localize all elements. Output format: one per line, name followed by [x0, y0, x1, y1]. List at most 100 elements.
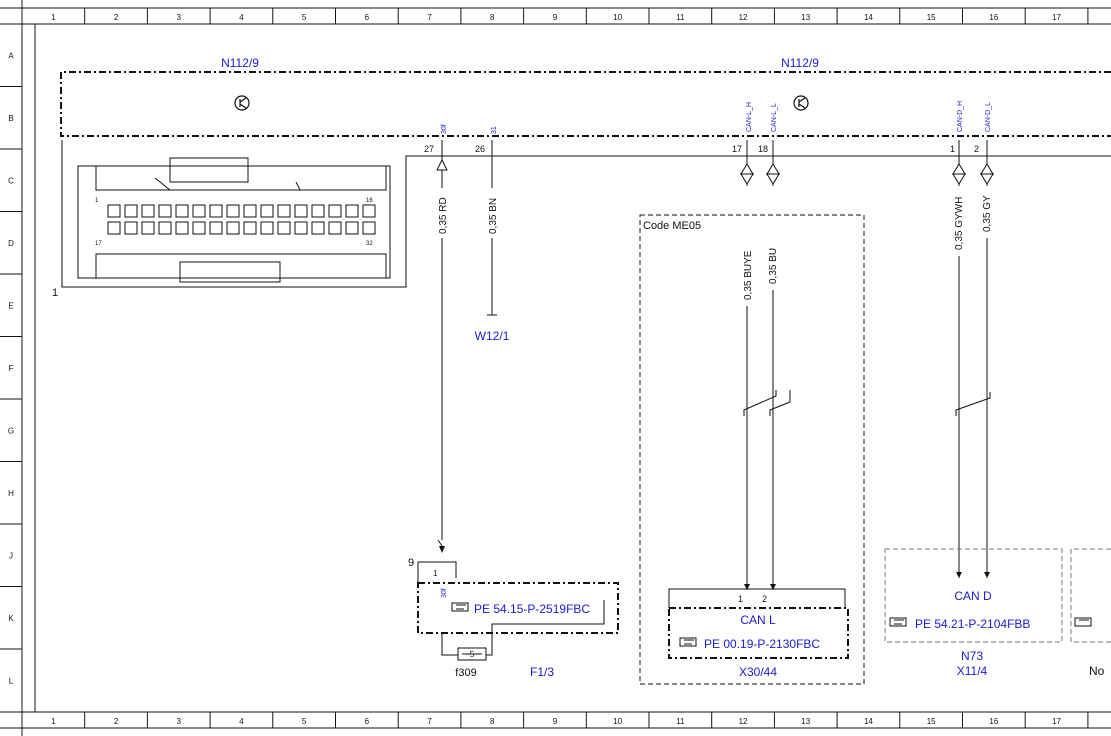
svg-text:2: 2 — [974, 144, 979, 154]
fuse-location: F1/3 — [530, 665, 554, 679]
ground-label: W12/1 — [475, 329, 510, 343]
connector-pin — [107, 204, 121, 218]
can-l-id: X30/44 — [739, 665, 777, 679]
can-l-box: 1 2 CAN L PE 00.19-P-2130FBC X30/44 — [668, 588, 849, 679]
column-number: 10 — [613, 717, 622, 726]
column-number: 16 — [989, 13, 998, 22]
connector-pin — [362, 204, 376, 218]
column-number: 5 — [302, 13, 307, 22]
column-number: 17 — [1052, 717, 1061, 726]
wire-label: 0,35 BN — [488, 198, 499, 234]
pin-2: 2 CAN-D_L — [974, 102, 992, 154]
can-l-ref-link[interactable]: PE 00.19-P-2130FBC — [704, 637, 820, 651]
svg-text:CAN L: CAN L — [740, 613, 776, 627]
connector-pin — [107, 221, 121, 235]
module-boundary — [60, 71, 1111, 137]
column-number: 1 — [51, 13, 56, 22]
connector-pin — [243, 221, 257, 235]
connector-pin — [158, 221, 172, 235]
column-number: 9 — [553, 717, 558, 726]
pin-16-label: 16 — [366, 198, 373, 204]
connector-pin — [345, 221, 359, 235]
column-number: 6 — [365, 717, 370, 726]
pointing-hand-icon — [451, 602, 469, 612]
connector-pin — [260, 221, 274, 235]
column-number: 7 — [427, 717, 432, 726]
row-letter: J — [9, 551, 13, 560]
column-number: 8 — [490, 717, 495, 726]
connector-pin — [226, 221, 240, 235]
pointing-hand-icon — [889, 617, 907, 627]
transistor-icon — [234, 95, 250, 111]
svg-text:30f: 30f — [441, 588, 448, 598]
connector-pin — [124, 204, 138, 218]
pin-26: 26 31 0,35 BN — [475, 126, 499, 316]
svg-text:No: No — [1089, 664, 1105, 678]
connector-pin — [192, 221, 206, 235]
column-number: 1 — [51, 717, 56, 726]
pin-first-label: 1 — [95, 198, 99, 204]
connector-pin — [328, 204, 342, 218]
pin-27: 27 30f 0,35 RD — [424, 124, 449, 553]
svg-text:30f: 30f — [441, 124, 448, 134]
column-number: 16 — [989, 717, 998, 726]
row-letter: F — [9, 364, 14, 373]
can-d-ref-link[interactable]: PE 54.21-P-2104FBB — [915, 617, 1030, 631]
column-number: 12 — [739, 717, 748, 726]
column-number: 13 — [801, 13, 810, 22]
connector-pin — [311, 204, 325, 218]
row-letter: K — [8, 614, 14, 623]
connector-pin — [158, 204, 172, 218]
wire-label-gywh: 0,35 GYWH — [954, 197, 965, 250]
column-number: 8 — [490, 13, 495, 22]
column-number: 9 — [553, 13, 558, 22]
svg-text:CAN-D_L: CAN-D_L — [985, 102, 992, 132]
connector-pin — [294, 221, 308, 235]
row-letter: C — [8, 176, 14, 185]
column-number: 3 — [177, 13, 182, 22]
can-d-id2: X11/4 — [957, 664, 988, 678]
svg-text:5: 5 — [470, 650, 475, 659]
svg-text:17: 17 — [732, 144, 742, 154]
pin-1: 1 CAN-D_H — [950, 101, 964, 154]
connector-pin-grid — [107, 204, 376, 235]
connector-pin — [124, 221, 138, 235]
code-box — [639, 214, 865, 685]
connector-pin — [192, 204, 206, 218]
connector-pin — [260, 204, 274, 218]
connector-pin — [311, 221, 325, 235]
column-number: 14 — [864, 717, 873, 726]
svg-text:CAN-L_H: CAN-L_H — [746, 102, 753, 132]
row-letter: A — [8, 51, 14, 60]
column-number: 12 — [739, 13, 748, 22]
module-label-right: N112/9 — [781, 56, 819, 70]
connector-housing — [61, 140, 1111, 288]
wire-label-bu: 0,35 BU — [768, 248, 779, 284]
fuse-block: 9 1 30f PE 54.15-P-2519FBC 5 f309 F1/3 — [408, 557, 619, 679]
cut-off-box: No — [1070, 548, 1111, 678]
transistor-icon — [793, 95, 809, 111]
pointing-hand-icon — [679, 637, 697, 647]
connector-pin — [209, 204, 223, 218]
connector-pin — [175, 221, 189, 235]
wire-label: 0,35 RD — [438, 197, 449, 234]
fuse-ref-link[interactable]: PE 54.15-P-2519FBC — [474, 602, 590, 616]
row-letter: H — [8, 489, 14, 498]
connector-pin — [362, 221, 376, 235]
column-number: 14 — [864, 13, 873, 22]
svg-text:1: 1 — [433, 569, 438, 578]
column-number: 10 — [613, 13, 622, 22]
pin-17-label: 17 — [95, 241, 102, 247]
column-number: 15 — [927, 13, 936, 22]
column-number: 11 — [676, 717, 685, 726]
connector-pin — [277, 221, 291, 235]
row-letter: G — [8, 426, 14, 435]
column-number: 17 — [1052, 13, 1061, 22]
svg-text:CAN-L_L: CAN-L_L — [771, 103, 778, 132]
connector-ref: 1 — [52, 287, 58, 299]
wire-label-gy: 0,35 GY — [982, 195, 993, 232]
wire-label-buye: 0,35 BUYE — [743, 250, 754, 300]
